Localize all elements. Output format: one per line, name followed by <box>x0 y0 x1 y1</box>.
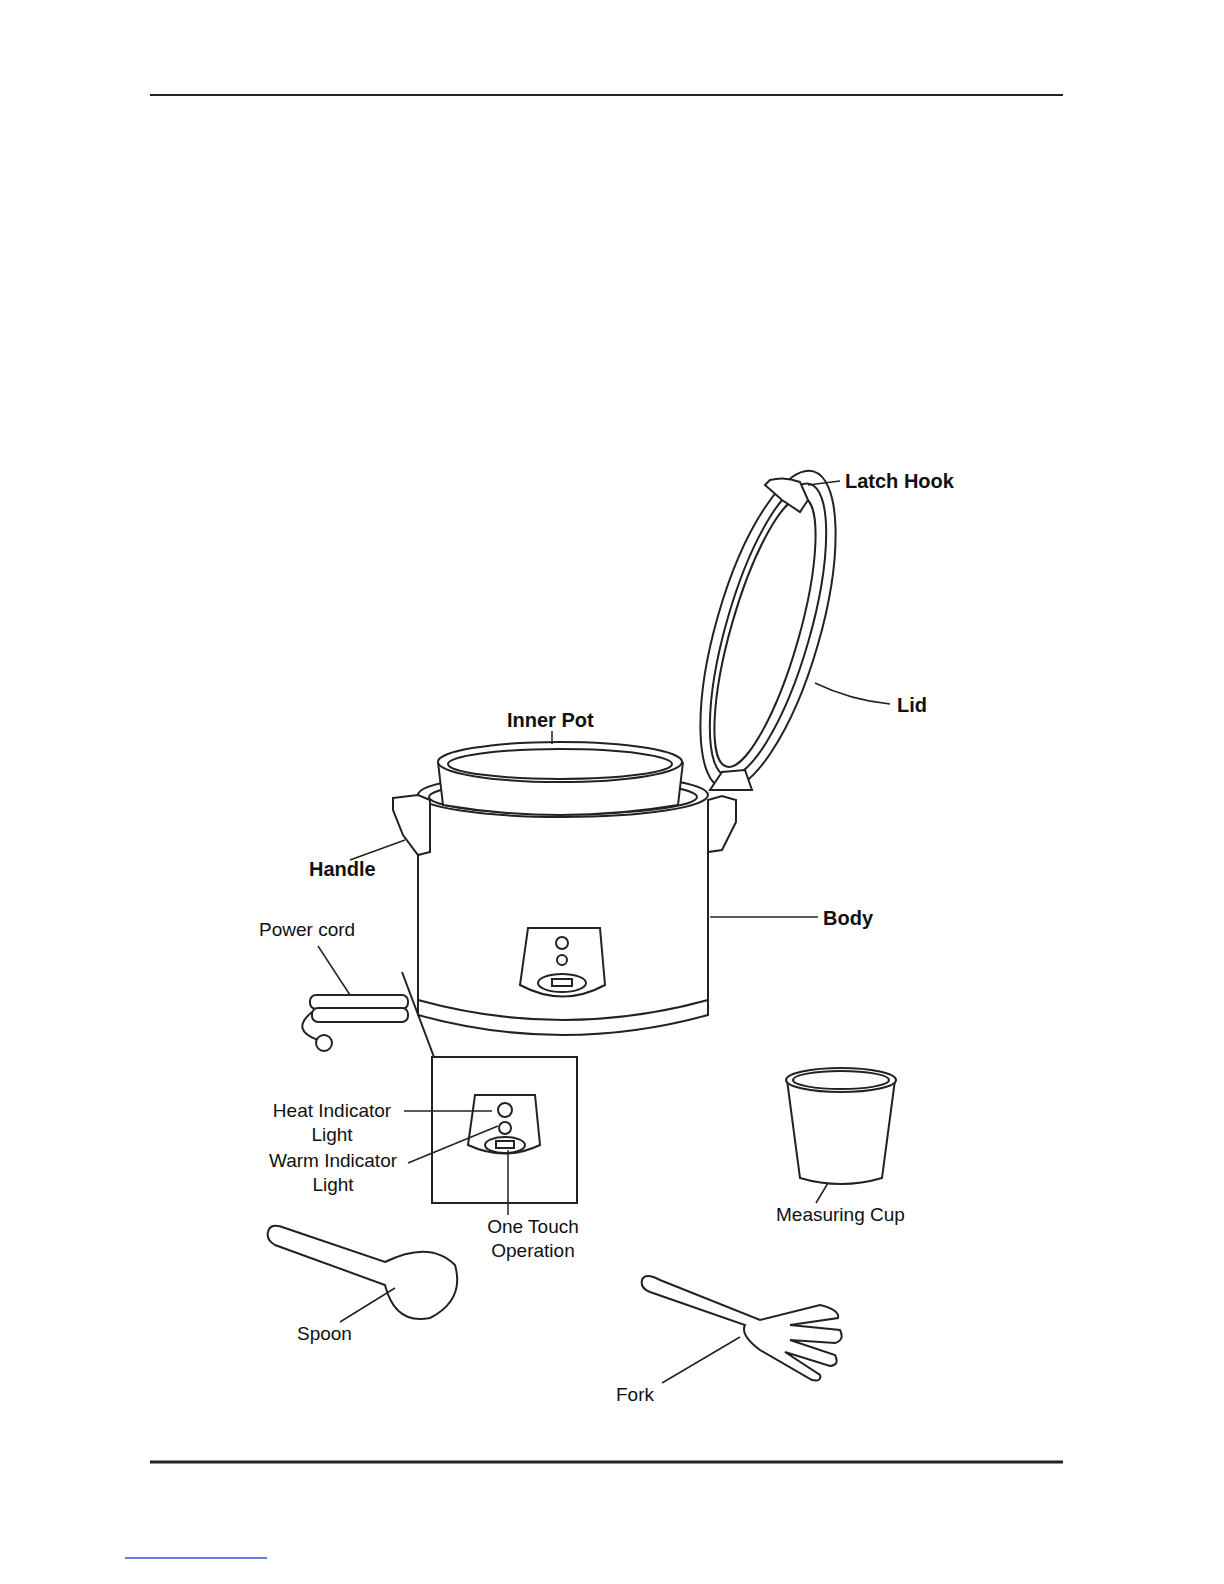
inset-pointer <box>402 972 434 1057</box>
part-label: Heat Indicator Light <box>258 1099 406 1147</box>
power-cord <box>302 995 408 1051</box>
measuring-cup <box>786 1068 896 1184</box>
rice-fork <box>642 1276 842 1380</box>
rice-spoon <box>268 1226 458 1319</box>
link-underline <box>125 1557 267 1559</box>
part-label: Fork <box>616 1383 654 1407</box>
part-label: Inner Pot <box>507 708 594 732</box>
part-label: Latch Hook <box>845 469 954 493</box>
part-label: Body <box>823 906 873 930</box>
leader-lines <box>318 481 890 1383</box>
part-label: Warm Indicator Light <box>258 1149 408 1197</box>
control-panel-inset <box>432 1057 577 1203</box>
part-label: One Touch Operation <box>470 1215 596 1263</box>
part-label: Lid <box>897 693 927 717</box>
cooker-body <box>393 742 736 1035</box>
lid <box>673 457 864 803</box>
part-label: Measuring Cup <box>776 1203 905 1227</box>
footer-rule <box>150 1461 1063 1464</box>
part-label: Power cord <box>259 918 355 942</box>
part-label: Spoon <box>297 1322 352 1346</box>
part-label: Handle <box>309 857 376 881</box>
header-rule <box>150 94 1063 96</box>
